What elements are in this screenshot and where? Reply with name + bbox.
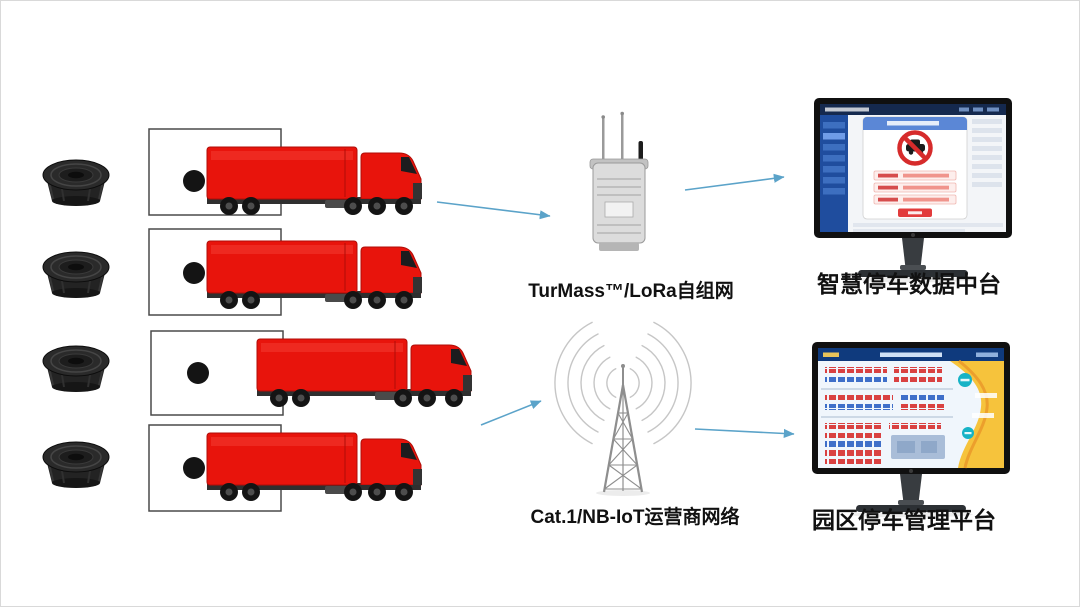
no-entry-sign-icon xyxy=(897,130,933,166)
space-sensor-dot-1 xyxy=(183,170,205,192)
monitor-stand xyxy=(851,238,975,283)
red-truck-icon-3 xyxy=(256,338,473,408)
cell-tower-icon xyxy=(554,321,692,496)
monitor-logo xyxy=(909,469,913,473)
ground-sensors xyxy=(42,159,110,489)
alert-fields xyxy=(873,170,957,205)
park-platform-monitor xyxy=(812,342,1010,518)
park-platform-screen xyxy=(818,348,1004,469)
monitor-stand xyxy=(849,474,973,518)
park-platform-label: 园区停车管理平台 xyxy=(812,507,996,533)
parked-trucks xyxy=(206,146,473,502)
arrow-trucks-to-tower xyxy=(480,400,542,426)
arrow-gateway-to-data-platform xyxy=(684,173,785,191)
ground-sensor-icon-1 xyxy=(42,159,110,207)
screen-sidebar xyxy=(820,115,848,232)
lora-network-label: TurMass™/LoRa自组网 xyxy=(528,279,734,302)
space-sensor-dots xyxy=(183,170,209,479)
parking-map xyxy=(821,359,1004,469)
cellular-network-label: Cat.1/NB-IoT运营商网络 xyxy=(530,505,739,528)
lora-gateway-icon xyxy=(589,111,649,251)
ground-sensor-icon-2 xyxy=(42,251,110,299)
space-sensor-dot-4 xyxy=(183,457,205,479)
radio-waves-icon xyxy=(554,321,692,445)
arrow-trucks-to-gateway xyxy=(436,201,551,220)
data-platform-screen xyxy=(820,104,1006,232)
ground-sensor-icon-3 xyxy=(42,345,110,393)
arrow-tower-to-park-platform xyxy=(694,428,795,439)
space-sensor-dot-3 xyxy=(187,362,209,384)
data-platform-monitor xyxy=(814,98,1012,283)
data-platform-label: 智慧停车数据中台 xyxy=(817,271,1001,297)
flow-arrows xyxy=(436,173,795,439)
alert-dialog xyxy=(862,116,968,220)
ground-sensor-icon-4 xyxy=(42,441,110,489)
monitor-logo xyxy=(911,233,915,237)
space-sensor-dot-2 xyxy=(183,262,205,284)
